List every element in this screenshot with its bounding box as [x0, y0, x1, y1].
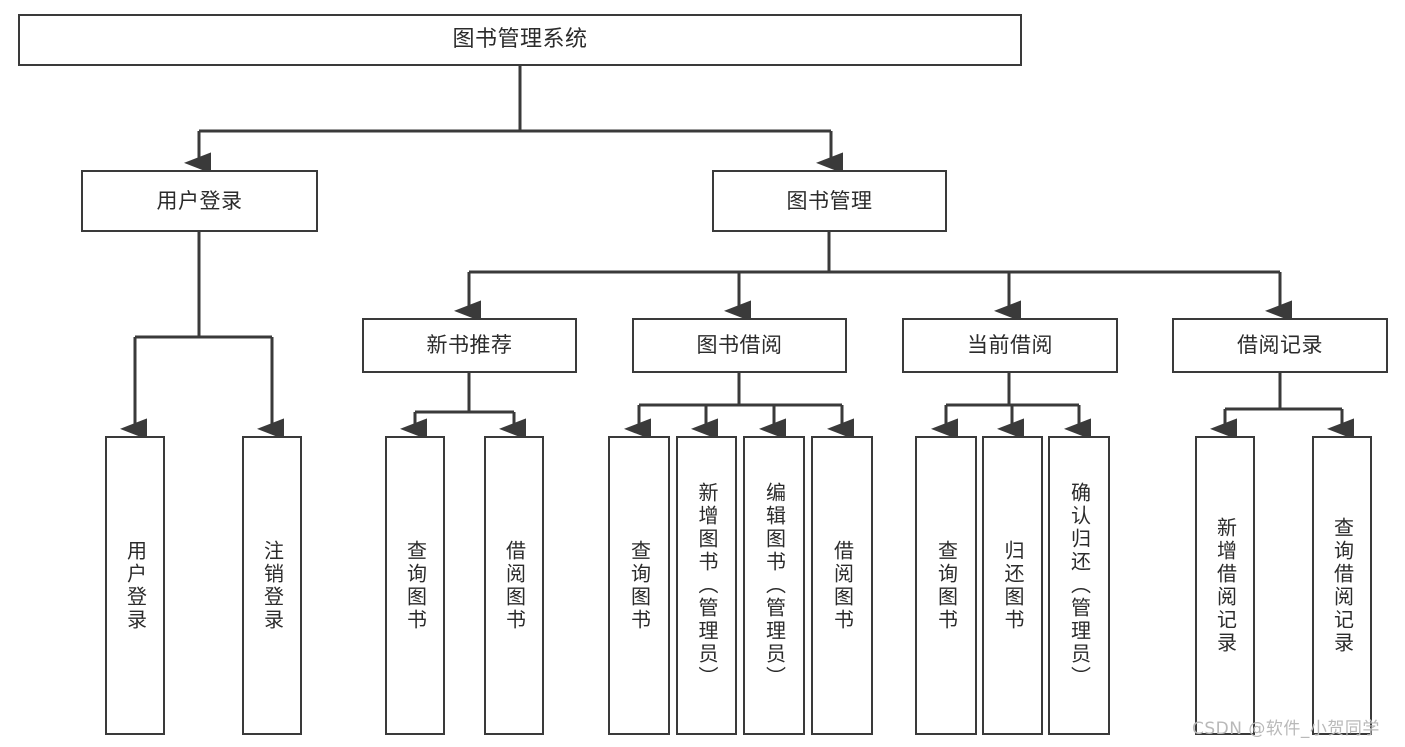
login-to-leaves-connectors	[120, 232, 284, 440]
node-current-borrow[interactable]: 当前借阅	[902, 318, 1118, 373]
leaf-label: 查询图书	[934, 539, 959, 632]
node-user-login[interactable]: 用户登录	[81, 170, 318, 232]
leaf-label: 注销登录	[260, 539, 285, 632]
leaf-label: 查询图书	[627, 539, 652, 632]
leaf-label: 借阅图书	[502, 539, 527, 632]
leaf-label: 查询图书	[403, 539, 428, 632]
books-to-level3-connectors	[454, 232, 1292, 322]
current-to-leaves-connectors	[931, 373, 1091, 440]
leaf-label: 确认归还（管理员）	[1067, 482, 1092, 689]
leaf-label: 用户登录	[123, 539, 148, 632]
leaf-user-login[interactable]: 用户登录	[105, 436, 165, 735]
leaf-query-books-recommend[interactable]: 查询图书	[385, 436, 445, 735]
node-book-management[interactable]: 图书管理	[712, 170, 947, 232]
leaf-label: 新增借阅记录	[1213, 516, 1238, 655]
root-to-level2-connectors	[184, 66, 843, 174]
borrow-to-leaves-connectors	[624, 373, 854, 440]
leaf-query-books-current[interactable]: 查询图书	[915, 436, 977, 735]
leaf-label: 编辑图书（管理员）	[762, 482, 787, 689]
leaf-confirm-return-admin[interactable]: 确认归还（管理员）	[1048, 436, 1110, 735]
leaf-add-book-admin[interactable]: 新增图书（管理员）	[676, 436, 737, 735]
leaf-query-borrow-record[interactable]: 查询借阅记录	[1312, 436, 1372, 735]
leaf-label: 新增图书（管理员）	[695, 482, 719, 689]
leaf-query-books-borrow[interactable]: 查询图书	[608, 436, 670, 735]
node-new-book-recommend[interactable]: 新书推荐	[362, 318, 577, 373]
leaf-label: 归还图书	[1001, 539, 1025, 632]
leaf-borrow-books[interactable]: 借阅图书	[811, 436, 873, 735]
node-borrow-records[interactable]: 借阅记录	[1172, 318, 1388, 373]
node-book-borrow[interactable]: 图书借阅	[632, 318, 847, 373]
newbooks-to-leaves-connectors	[400, 373, 526, 440]
records-to-leaves-connectors	[1210, 373, 1354, 440]
leaf-label: 借阅图书	[830, 539, 855, 632]
leaf-add-borrow-record[interactable]: 新增借阅记录	[1195, 436, 1255, 735]
leaf-edit-book-admin[interactable]: 编辑图书（管理员）	[743, 436, 805, 735]
csdn-watermark: CSDN @软件_小贺同学	[1192, 719, 1380, 739]
leaf-return-books[interactable]: 归还图书	[982, 436, 1043, 735]
leaf-label: 查询借阅记录	[1330, 516, 1355, 655]
leaf-borrow-books-recommend[interactable]: 借阅图书	[484, 436, 544, 735]
node-root-system[interactable]: 图书管理系统	[18, 14, 1022, 66]
leaf-logout[interactable]: 注销登录	[242, 436, 302, 735]
